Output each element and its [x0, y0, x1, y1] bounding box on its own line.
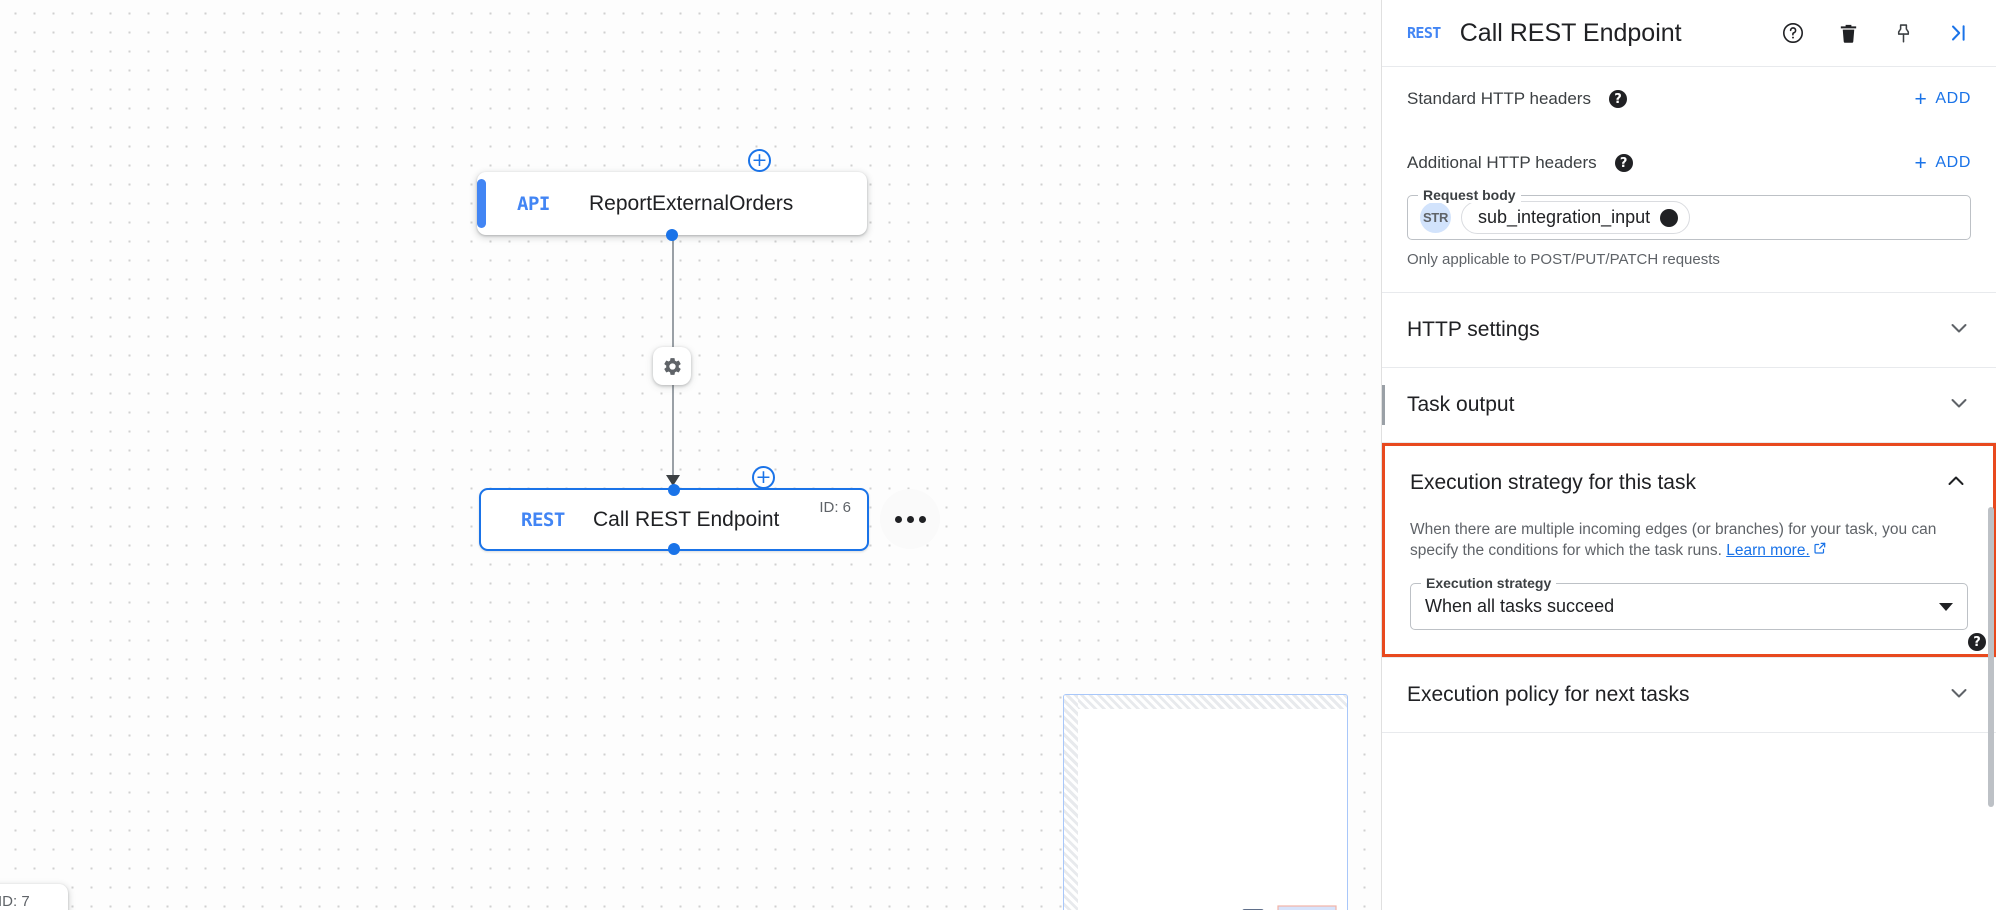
node-type-badge: API: [517, 192, 550, 215]
node-partial-offscreen[interactable]: ID: 7: [0, 884, 68, 910]
section-title: HTTP settings: [1407, 318, 1540, 341]
panel-body: Standard HTTP headers ? + ADD Additional…: [1382, 67, 1996, 910]
section-title: Task output: [1407, 393, 1515, 416]
execution-strategy-select[interactable]: Execution strategy When all tasks succee…: [1410, 575, 1968, 631]
hatch-left: [1064, 695, 1078, 910]
section-title: Execution strategy for this task: [1410, 471, 1696, 494]
node-call-rest-endpoint[interactable]: REST Call REST Endpoint ID: 6: [479, 484, 869, 555]
node-id-label: ID: 6: [819, 499, 851, 516]
node-title: ReportExternalOrders: [589, 191, 794, 215]
collapse-panel-icon[interactable]: [1945, 20, 1971, 46]
description-text: When there are multiple incoming edges (…: [1410, 521, 1937, 559]
node-report-external-orders[interactable]: API ReportExternalOrders: [477, 172, 867, 241]
section-active-bar: [1382, 385, 1385, 425]
dot: [906, 515, 914, 523]
divider: [1382, 292, 1996, 293]
task-config-panel: REST Call REST Endpoint: [1381, 0, 1996, 910]
additional-http-headers-row: Additional HTTP headers ? + ADD: [1382, 131, 1996, 195]
edge-arrow-icon: [666, 475, 680, 486]
plus-icon: +: [1914, 87, 1928, 111]
additional-http-headers-label: Additional HTTP headers: [1407, 153, 1597, 172]
add-label: ADD: [1935, 90, 1971, 107]
section-http-settings[interactable]: HTTP settings: [1382, 293, 1996, 367]
learn-more-link[interactable]: Learn more.: [1726, 541, 1810, 559]
execution-strategy-description: When there are multiple incoming edges (…: [1385, 520, 1993, 561]
add-standard-header-button[interactable]: + ADD: [1915, 89, 1971, 110]
close-icon[interactable]: ✕: [1660, 207, 1679, 228]
chevron-down-icon[interactable]: [1947, 316, 1971, 345]
placeholder-illustration-icon: [1242, 905, 1337, 910]
execution-strategy-legend: Execution strategy: [1421, 575, 1557, 592]
section-task-output[interactable]: Task output: [1382, 368, 1996, 442]
help-circle-icon[interactable]: [1780, 20, 1806, 46]
divider: [1382, 732, 1996, 734]
request-body-hint: Only applicable to POST/PUT/PATCH reques…: [1407, 251, 1720, 268]
standard-http-headers-label: Standard HTTP headers: [1407, 89, 1591, 108]
node-output-port[interactable]: [668, 543, 680, 555]
standard-http-headers-row: Standard HTTP headers ? + ADD: [1382, 67, 1996, 131]
node-title: Call REST Endpoint: [593, 507, 780, 531]
request-body-legend: Request body: [1418, 187, 1521, 203]
canvas-preview-card[interactable]: [1063, 694, 1348, 910]
help-icon[interactable]: ?: [1614, 154, 1633, 172]
variable-name: sub_integration_input: [1478, 207, 1651, 227]
node-more-options-icon[interactable]: [880, 489, 940, 549]
node-accent-bar: [477, 179, 486, 228]
divider: [1382, 657, 1996, 659]
chevron-down-icon[interactable]: [1947, 681, 1971, 710]
node-type-badge: REST: [521, 508, 565, 531]
node-input-port[interactable]: [668, 484, 680, 496]
add-additional-header-button[interactable]: + ADD: [1915, 153, 1971, 174]
execution-strategy-value: When all tasks succeed: [1425, 596, 1615, 617]
edge-gear-icon[interactable]: [653, 347, 691, 385]
node-output-port[interactable]: [666, 229, 678, 241]
request-body-variable-chip[interactable]: sub_integration_input ✕: [1461, 201, 1691, 234]
trash-icon[interactable]: [1835, 20, 1861, 46]
chevron-down-icon[interactable]: [1947, 391, 1971, 420]
chevron-down-icon[interactable]: [1939, 602, 1953, 611]
variable-type-chip: STR: [1420, 202, 1451, 233]
panel-scrollbar[interactable]: [1988, 507, 1994, 807]
add-node-plus-icon[interactable]: +: [748, 149, 771, 172]
section-execution-policy[interactable]: Execution policy for next tasks: [1382, 658, 1996, 732]
workflow-canvas[interactable]: API ReportExternalOrders + REST Call RES…: [0, 0, 1381, 910]
chevron-up-icon[interactable]: [1944, 469, 1968, 498]
dot: [894, 515, 902, 523]
divider: [1382, 367, 1996, 368]
pin-icon[interactable]: [1890, 20, 1916, 46]
panel-header: REST Call REST Endpoint: [1382, 0, 1996, 67]
add-label: ADD: [1935, 154, 1971, 171]
hatch-top: [1064, 695, 1347, 709]
section-execution-strategy-header[interactable]: Execution strategy for this task: [1385, 446, 1993, 520]
help-icon[interactable]: ?: [1608, 90, 1627, 108]
external-link-icon[interactable]: [1813, 541, 1827, 562]
execution-strategy-section: Execution strategy for this task When th…: [1382, 443, 1996, 658]
divider: [1382, 442, 1996, 443]
page-title: Call REST Endpoint: [1459, 18, 1682, 47]
dot: [918, 515, 926, 523]
panel-header-actions: [1780, 20, 1971, 46]
panel-type-badge: REST: [1407, 24, 1441, 42]
add-node-plus-icon[interactable]: +: [752, 466, 775, 489]
plus-icon: +: [1914, 151, 1928, 175]
section-title: Execution policy for next tasks: [1407, 683, 1690, 707]
help-icon[interactable]: ?: [1968, 633, 1986, 651]
request-body-field[interactable]: Request body STR sub_integration_input ✕: [1407, 187, 1971, 240]
node-id-label: ID: 7: [0, 893, 30, 910]
